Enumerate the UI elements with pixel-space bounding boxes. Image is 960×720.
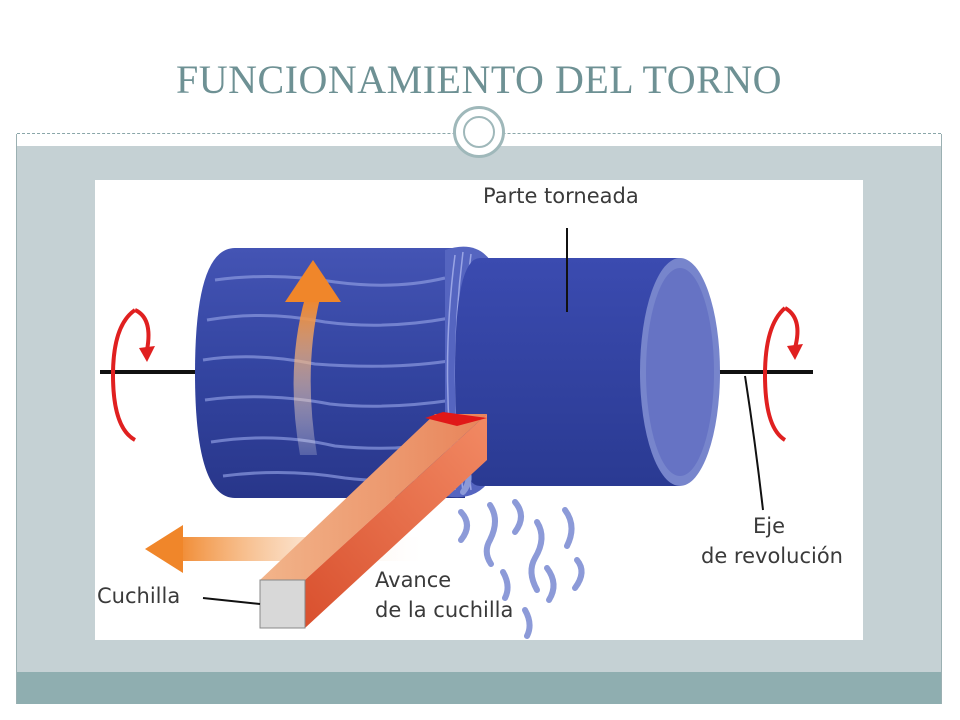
lathe-illustration	[100, 228, 813, 639]
label-feed-line2: de la cuchilla	[375, 598, 514, 622]
title-ornament	[453, 106, 505, 158]
rotation-arrowhead-right	[787, 344, 803, 360]
label-axis-line1: Eje	[753, 514, 786, 538]
rotation-direction-arrow-icon	[110, 306, 800, 442]
title-ornament-inner	[463, 116, 495, 148]
label-tool: Cuchilla	[97, 584, 181, 608]
metal-chips	[458, 462, 585, 639]
rotation-arrow-icon	[285, 260, 341, 455]
workpiece-rough-section	[195, 248, 465, 498]
lathe-diagram: Parte torneada Eje de revolución Cuchill…	[95, 180, 863, 640]
label-axis-line2: de revolución	[701, 544, 843, 568]
workpiece-turned-section	[455, 258, 720, 486]
slide-title: FUNCIONAMIENTO DEL TORNO	[175, 57, 783, 102]
label-feed-line1: Avance	[375, 568, 452, 592]
label-turned-part: Parte torneada	[483, 184, 639, 208]
cutting-tool	[259, 412, 487, 629]
footer-band	[17, 672, 941, 704]
tool-pointer	[202, 597, 261, 605]
rotation-arrowhead-left	[139, 346, 155, 362]
axis-pointer	[744, 375, 764, 511]
